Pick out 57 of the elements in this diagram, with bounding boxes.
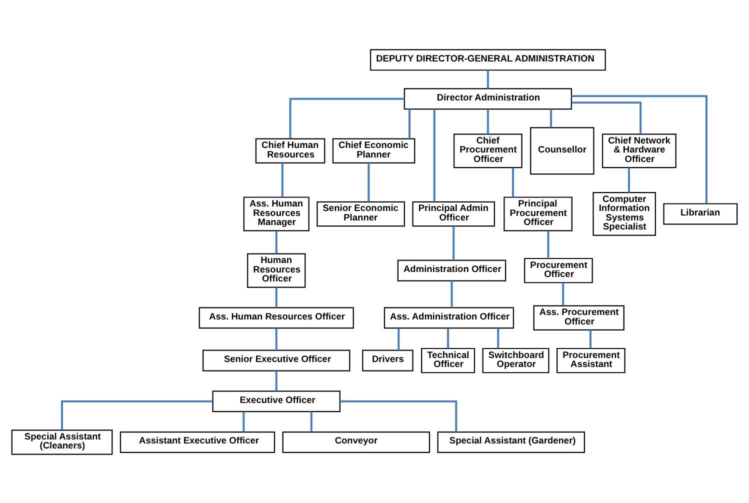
node-box: Switchboard Operator [482,347,550,373]
connector [408,108,411,138]
connector [450,280,453,308]
node-box: Procurement Officer [524,257,593,283]
node-box: Human Resources Officer [247,252,306,288]
node-box: Computer Information Systems Specialist [592,192,656,236]
node-box: Ass. Human Resources Manager [243,196,310,231]
connector [452,226,455,260]
node-box: Chief Economic Planner [332,138,416,163]
connector [589,330,592,348]
connector [572,94,708,203]
connector [398,328,400,350]
connector [497,328,500,348]
connector [275,370,278,390]
node-box: Conveyor [282,430,430,452]
node-box: Counsellor [530,126,594,174]
node-box: Senior Executive Officer [202,349,350,371]
node-box: Principal Procurement Officer [504,196,572,231]
connector [628,167,630,192]
node-box: Chief Procurement Officer [454,133,522,168]
connector [310,411,312,432]
connector [61,400,213,430]
node-box: Librarian [663,202,738,224]
node-box: Principal Admin Officer [412,200,495,226]
node-box: Ass. Procurement Officer [533,304,624,330]
connector [547,230,550,258]
connector [281,162,284,197]
node-box: Assistant Executive Officer [120,430,276,452]
node-box: Drivers [362,349,414,371]
connector [550,108,552,127]
node-box: Director Administration [404,88,572,110]
node-box: Technical Officer [421,347,476,373]
node-box: Chief Network & Hardware Officer [602,133,676,168]
node-box: Procurement Assistant [556,347,626,373]
connector [242,411,245,432]
connector [275,328,278,350]
node-box: DEPUTY DIRECTOR-GENERAL ADMINISTRATION [370,48,606,70]
connector [368,162,370,202]
connector [572,101,642,134]
connector [289,97,404,138]
node-box: Ass. Human Resources Officer [198,306,354,328]
connector [340,400,458,432]
node-box: Ass. Administration Officer [384,306,514,328]
connector [562,282,564,306]
connector [512,167,514,196]
connector [275,230,278,254]
node-box: Special Assistant (Cleaners) [11,429,113,454]
connector [447,328,450,348]
node-box: Administration Officer [397,259,506,281]
connector [433,108,436,202]
node-box: Senior Economic Planner [316,200,405,226]
node-box: Special Assistant (Gardener) [437,430,585,452]
connector [275,286,278,307]
connector [486,70,489,88]
node-box: Executive Officer [212,390,340,412]
connector [486,108,489,134]
node-box: Chief Human Resources [255,138,326,163]
